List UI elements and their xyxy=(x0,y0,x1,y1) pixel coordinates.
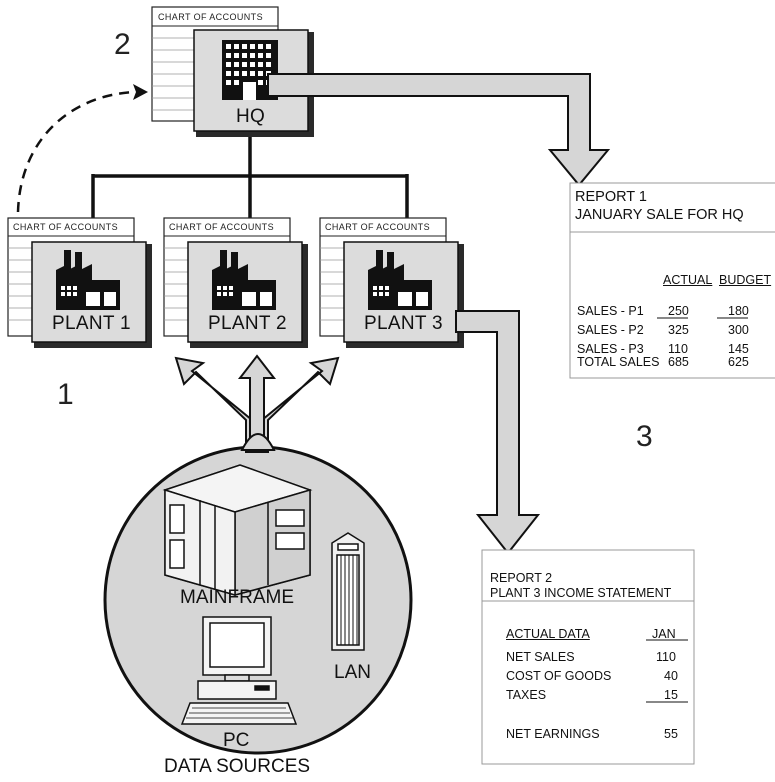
plant3-to-report2-arrow xyxy=(455,310,541,555)
pc-icon xyxy=(180,616,298,725)
report1-total-label: TOTAL SALES xyxy=(577,355,660,369)
report2-row-value: 40 xyxy=(664,669,678,683)
report2-row-value: 15 xyxy=(664,688,678,702)
report1-sheet xyxy=(569,182,775,379)
report2-col-label: ACTUAL DATA xyxy=(506,627,590,641)
hq-label: HQ xyxy=(236,106,266,127)
report1-row-label: SALES - P3 xyxy=(577,342,644,356)
report2-row-value: 110 xyxy=(656,650,676,664)
report1-row-actual: 250 xyxy=(668,304,689,318)
report2-row-label: COST OF GOODS xyxy=(506,669,612,683)
mainframe-icon xyxy=(162,464,313,596)
report1-row-budget: 300 xyxy=(728,323,749,337)
report2-total-label: NET EARNINGS xyxy=(506,727,600,741)
report2-row-label: TAXES xyxy=(506,688,547,702)
lan-tower-icon xyxy=(331,532,365,651)
report1-col-actual: ACTUAL xyxy=(663,273,713,287)
report1-content: REPORT 1 JANUARY SALE FOR HQ ACTUAL BUDG… xyxy=(571,184,775,378)
plant-2-group xyxy=(163,217,308,348)
report2-row-label: NET SALES xyxy=(506,650,575,664)
report1-row-label: SALES - P1 xyxy=(577,304,644,318)
upload-arrows xyxy=(174,354,340,453)
plant-2-chart-of-accounts-label: CHART OF ACCOUNTS xyxy=(169,222,274,232)
hq-node xyxy=(193,29,314,137)
report1-row-budget: 145 xyxy=(728,342,749,356)
pc-label: PC xyxy=(223,730,250,751)
step-3-number: 3 xyxy=(636,420,653,453)
plant-3-label: PLANT 3 xyxy=(364,313,443,334)
dashed-arrow-plant1-to-hq xyxy=(16,84,148,213)
mainframe-label: MAINFRAME xyxy=(180,587,294,608)
lan-label: LAN xyxy=(334,662,371,683)
plant-2-label: PLANT 2 xyxy=(208,313,287,334)
report1-total-budget: 625 xyxy=(728,355,749,369)
plant-3-group xyxy=(319,217,464,348)
report2-col-month: JAN xyxy=(652,627,676,641)
report1-col-budget: BUDGET xyxy=(719,273,772,287)
report2-title: REPORT 2 xyxy=(490,571,553,585)
report2-sheet xyxy=(481,549,695,765)
step-1-number: 1 xyxy=(57,378,74,411)
report1-total-actual: 685 xyxy=(668,355,689,369)
plant-1-label: PLANT 1 xyxy=(52,313,131,334)
report2-total-value: 55 xyxy=(664,727,678,741)
report1-row-label: SALES - P2 xyxy=(577,323,644,337)
report1-row-budget: 180 xyxy=(728,304,749,318)
step-2-number: 2 xyxy=(114,28,131,61)
hq-to-report1-arrow xyxy=(267,73,611,187)
plant-1-chart-of-accounts-label: CHART OF ACCOUNTS xyxy=(13,222,118,232)
report1-title: REPORT 1 xyxy=(575,189,647,205)
plant-3-chart-of-accounts-label: CHART OF ACCOUNTS xyxy=(325,222,430,232)
plant-1-group xyxy=(7,217,152,348)
report1-subtitle: JANUARY SALE FOR HQ xyxy=(575,207,744,223)
report1-row-actual: 110 xyxy=(668,342,688,356)
data-sources-title: DATA SOURCES xyxy=(164,756,311,777)
report1-row-actual: 325 xyxy=(668,323,689,337)
hq-chart-of-accounts-label: CHART OF ACCOUNTS xyxy=(158,12,263,22)
report2-subtitle: PLANT 3 INCOME STATEMENT xyxy=(490,586,672,600)
